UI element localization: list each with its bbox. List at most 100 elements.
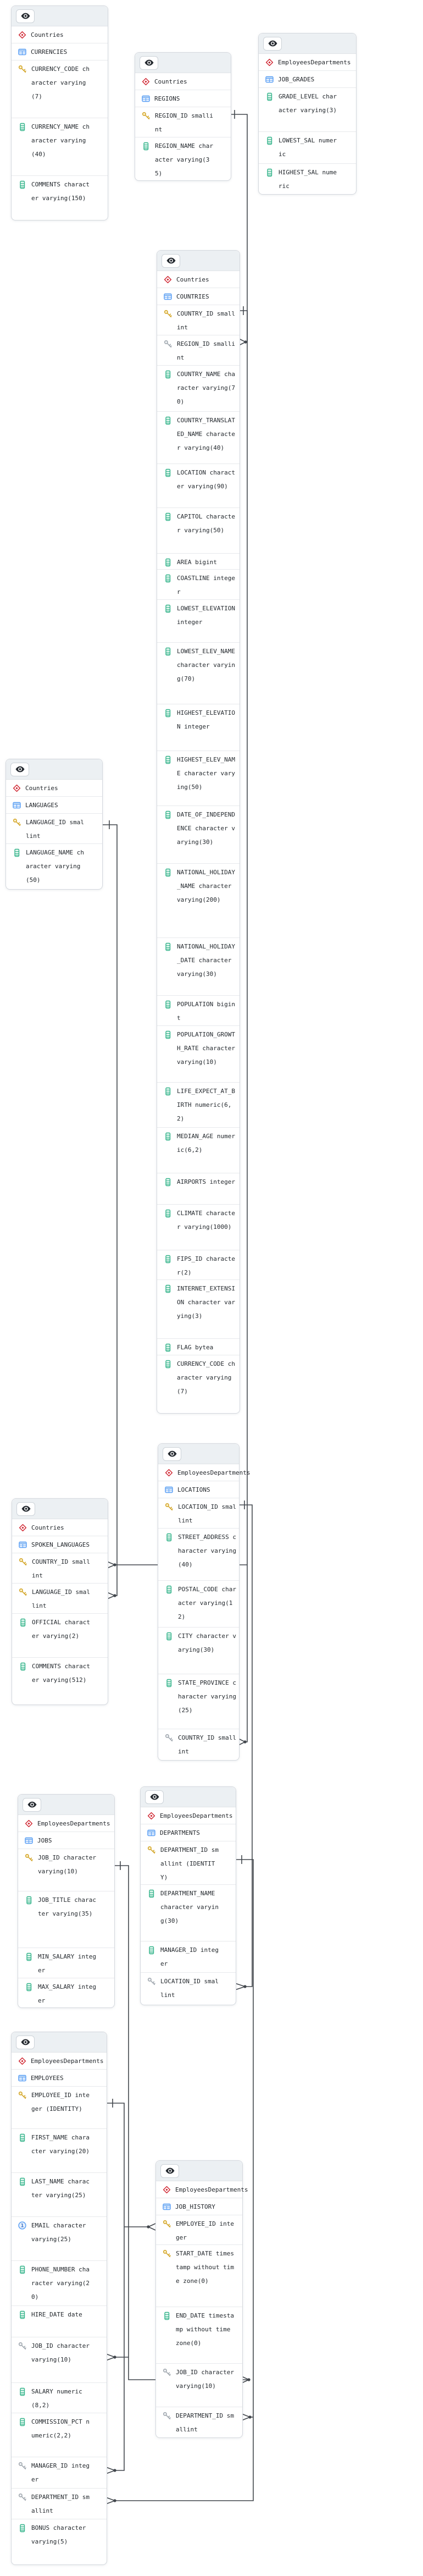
toggle-visibility-button[interactable] (162, 253, 180, 268)
column-row[interactable]: MIN_SALARY integer (18, 1948, 114, 1978)
column-row[interactable]: COMMENTS character varying(512) (12, 1658, 108, 1705)
toggle-visibility-button[interactable] (263, 36, 282, 51)
card-header[interactable] (135, 53, 231, 73)
card-header[interactable] (12, 1499, 108, 1519)
column-row[interactable]: DEPARTMENT_ID smallint (156, 2407, 242, 2437)
toggle-visibility-button[interactable] (145, 1790, 164, 1804)
column-row[interactable]: MEDIAN_AGE numeric(6,2) (157, 1128, 240, 1173)
card-header[interactable] (158, 1444, 239, 1464)
toggle-visibility-button[interactable] (16, 1502, 35, 1516)
column-row[interactable]: HIGHEST_ELEV_NAME character varying(50) (157, 751, 240, 806)
column-row[interactable]: MAX_SALARY integer (18, 1978, 114, 2007)
column-row[interactable]: POPULATION bigint (157, 996, 240, 1026)
column-row[interactable]: REGION_NAME character varying(35) (135, 137, 231, 180)
column-row[interactable]: DATE_OF_INDEPENDENCE character varying(3… (157, 806, 240, 864)
table-card-languages[interactable]: Countries LANGUAGES LANGUAGE_ID smallint… (5, 759, 103, 890)
column-row[interactable]: DEPARTMENT_NAME character varying(30) (141, 1885, 236, 1941)
table-name-row[interactable]: SPOKEN_LANGUAGES (12, 1536, 108, 1553)
toggle-visibility-button[interactable] (16, 2035, 35, 2049)
card-header[interactable] (156, 2161, 242, 2181)
column-row[interactable]: MANAGER_ID integer (141, 1941, 236, 1973)
toggle-visibility-button[interactable] (140, 56, 158, 70)
column-row[interactable]: START_DATE timestamp without time zone(0… (156, 2245, 242, 2307)
column-row[interactable]: OFFICIAL character varying(2) (12, 1614, 108, 1658)
column-row[interactable]: LOCATION character varying(90) (157, 464, 240, 508)
table-card-jobs[interactable]: EmployeesDepartments JOBS JOB_ID charact… (18, 1794, 115, 2008)
card-header[interactable] (141, 1787, 236, 1807)
column-row[interactable]: JOB_TITLE character varying(35) (18, 1891, 114, 1948)
card-header[interactable] (157, 251, 240, 271)
column-row[interactable]: INTERNET_EXTENSION character varying(3) (157, 1280, 240, 1339)
column-row[interactable]: LANGUAGE_NAME character varying(50) (6, 844, 102, 889)
column-row[interactable]: CITY character varying(30) (158, 1628, 239, 1674)
column-row[interactable]: FIRST_NAME character varying(20) (12, 2129, 107, 2173)
table-name-row[interactable]: DEPARTMENTS (141, 1824, 236, 1841)
table-card-currencies[interactable]: Countries CURRENCIES CURRENCY_CODE chara… (11, 5, 108, 220)
column-row[interactable]: HIGHEST_ELEVATION integer (157, 704, 240, 751)
column-row[interactable]: HIRE_DATE date (12, 2306, 107, 2337)
column-row[interactable]: LOWEST_ELEV_NAME character varying(70) (157, 643, 240, 704)
column-row[interactable]: LOCATION_ID smallint (141, 1973, 236, 2005)
column-row[interactable]: GRADE_LEVEL character varying(3) (259, 88, 356, 132)
column-row[interactable]: CLIMATE character varying(1000) (157, 1205, 240, 1250)
column-row[interactable]: POPULATION_GROWTH_RATE character varying… (157, 1026, 240, 1083)
table-card-departments[interactable]: EmployeesDepartments DEPARTMENTS DEPARTM… (140, 1786, 236, 2005)
table-card-employees[interactable]: EmployeesDepartments EMPLOYEES EMPLOYEE_… (11, 2032, 107, 2565)
column-row[interactable]: NATIONAL_HOLIDAY_DATE character varying(… (157, 938, 240, 996)
column-row[interactable]: EMPLOYEE_ID integer (156, 2215, 242, 2245)
column-row[interactable]: STATE_PROVINCE character varying(25) (158, 1674, 239, 1729)
table-name-row[interactable]: COUNTRIES (157, 288, 240, 305)
column-row[interactable]: COUNTRY_ID smallint (157, 305, 240, 335)
column-row[interactable]: CURRENCY_CODE character varying(7) (12, 60, 108, 118)
column-row[interactable]: DEPARTMENT_ID smallint (IDENTITY) (141, 1841, 236, 1885)
table-name-row[interactable]: LOCATIONS (158, 1481, 239, 1498)
column-row[interactable]: POSTAL_CODE character varying(12) (158, 1581, 239, 1628)
column-row[interactable]: FIPS_ID character(2) (157, 1250, 240, 1280)
column-row[interactable]: MANAGER_ID integer (12, 2457, 107, 2489)
column-row[interactable]: PHONE_NUMBER character varying(20) (12, 2261, 107, 2306)
column-row[interactable]: COMMISSION_PCT numeric(2,2) (12, 2413, 107, 2457)
column-row[interactable]: JOB_ID character varying(10) (12, 2337, 107, 2383)
column-row[interactable]: EMPLOYEE_ID integer (IDENTITY) (12, 2087, 107, 2129)
column-row[interactable]: LANGUAGE_ID smallint (12, 1584, 108, 1614)
column-row[interactable]: COUNTRY_NAME character varying(70) (157, 366, 240, 412)
card-header[interactable] (18, 1795, 114, 1815)
column-row[interactable]: COUNTRY_ID smallint (12, 1553, 108, 1584)
column-row[interactable]: STREET_ADDRESS character varying(40) (158, 1529, 239, 1581)
column-row[interactable]: AIRPORTS integer (157, 1173, 240, 1205)
table-name-row[interactable]: EMPLOYEES (12, 2070, 107, 2087)
table-name-row[interactable]: JOB_GRADES (259, 71, 356, 88)
table-card-spoken_languages[interactable]: Countries SPOKEN_LANGUAGES COUNTRY_ID sm… (12, 1498, 108, 1705)
table-card-job_history[interactable]: EmployeesDepartments JOB_HISTORY EMPLOYE… (155, 2160, 248, 2438)
column-row[interactable]: HIGHEST_SAL numeric (259, 164, 356, 194)
column-row[interactable]: DEPARTMENT_ID smallint (12, 2489, 107, 2519)
card-header[interactable] (12, 2032, 107, 2053)
card-header[interactable] (6, 759, 102, 780)
toggle-visibility-button[interactable] (23, 1797, 41, 1812)
column-row[interactable]: REGION_ID smallint (157, 335, 240, 366)
column-row[interactable]: CURRENCY_CODE character varying(7) (157, 1355, 240, 1413)
table-card-locations[interactable]: EmployeesDepartments LOCATIONS LOCATION_… (158, 1443, 250, 1761)
column-row[interactable]: COUNTRY_TRANSLATED_NAME character varyin… (157, 412, 240, 464)
column-row[interactable]: BONUS character varying(5) (12, 2519, 107, 2564)
column-row[interactable]: COUNTRY_ID smallint (158, 1729, 239, 1760)
table-name-row[interactable]: LANGUAGES (6, 797, 102, 814)
column-row[interactable]: LIFE_EXPECT_AT_BIRTH numeric(6,2) (157, 1083, 240, 1128)
table-name-row[interactable]: JOBS (18, 1832, 114, 1849)
column-row[interactable]: JOB_ID character varying(10) (18, 1849, 114, 1891)
column-row[interactable]: JOB_ID character varying(10) (156, 2364, 242, 2407)
toggle-visibility-button[interactable] (10, 762, 29, 776)
column-row[interactable]: CAPITOL character varying(50) (157, 508, 240, 554)
card-header[interactable] (259, 34, 356, 54)
table-name-row[interactable]: JOB_HISTORY (156, 2198, 242, 2215)
column-row[interactable]: END_DATE timestamp without time zone(0) (156, 2307, 242, 2364)
column-row[interactable]: REGION_ID smallint (135, 107, 231, 137)
toggle-visibility-button[interactable] (163, 1447, 181, 1461)
column-row[interactable]: CURRENCY_NAME character varying(40) (12, 118, 108, 176)
table-card-job_grades[interactable]: EmployeesDepartments JOB_GRADES GRADE_LE… (258, 33, 357, 195)
column-row[interactable]: LOWEST_ELEVATION integer (157, 600, 240, 643)
